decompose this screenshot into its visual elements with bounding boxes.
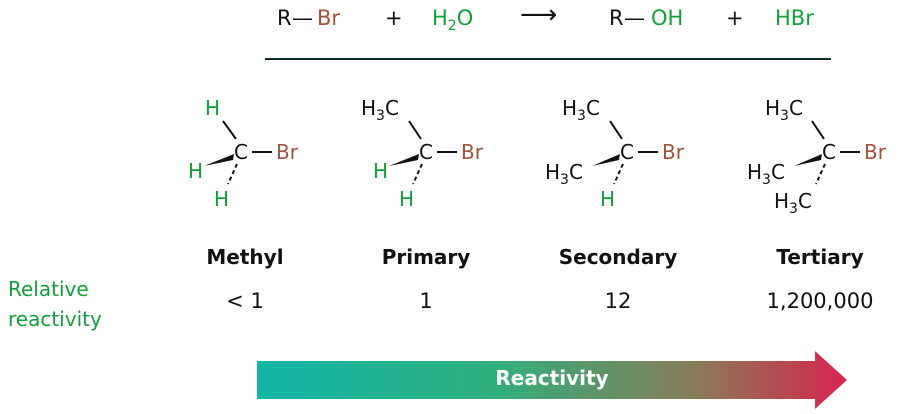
dash-substituent: H [214, 187, 229, 211]
dash-substituent: H [399, 187, 414, 211]
molecule-tertiary: H3C C Br H3C H3C [747, 96, 887, 217]
methyl-group: H3C [361, 96, 399, 124]
methyl-group: H3C [765, 96, 803, 124]
product-r: R [609, 6, 624, 30]
value-secondary: 12 [604, 289, 632, 313]
dash-substituent: H [600, 187, 615, 211]
product-hbr: HBr [775, 6, 814, 30]
reactant-bond: — [292, 6, 313, 30]
value-tertiary: 1,200,000 [766, 289, 874, 313]
product-oh: OH [651, 6, 684, 30]
label-secondary: Secondary [558, 245, 678, 269]
molecule-methyl: H C Br H H [188, 96, 299, 211]
carbon-atom: C [234, 140, 248, 164]
value-primary: 1 [419, 289, 433, 313]
bromine-atom: Br [864, 140, 887, 164]
carbon-atom: C [822, 140, 836, 164]
methyl-group: H3C [774, 189, 812, 217]
reactant-br: Br [317, 6, 341, 30]
reaction-arrow: ⟶ [520, 0, 558, 30]
methyl-group: H3C [747, 160, 785, 188]
relative-reactivity-label: Relative reactivity [8, 277, 102, 331]
product-bond: — [624, 6, 645, 30]
carbon-atom: C [620, 140, 634, 164]
plus-sign-2: + [726, 6, 744, 30]
molecule-primary: H3C C Br H H [361, 96, 484, 211]
reaction-equation: R — Br + H2O ⟶ R — OH + HBr [0, 0, 907, 70]
reactivity-arrow [257, 351, 847, 409]
molecule-secondary: H3C C Br H3C H [545, 96, 685, 211]
carbon-atom: C [419, 140, 433, 164]
top-substituent: H [205, 96, 220, 120]
label-tertiary: Tertiary [776, 245, 864, 269]
bromine-atom: Br [276, 140, 299, 164]
reactivity-label: Reactivity [495, 366, 609, 390]
methyl-group: H3C [562, 96, 600, 124]
label-primary: Primary [381, 245, 471, 269]
water-formula: H2O [432, 6, 474, 35]
wedge-substituent: H [188, 159, 203, 183]
label-methyl: Methyl [206, 245, 284, 269]
plus-sign-1: + [385, 6, 403, 30]
bromine-atom: Br [461, 140, 484, 164]
wedge-substituent: H [373, 159, 388, 183]
bromine-atom: Br [662, 140, 685, 164]
divider-line [265, 58, 831, 60]
methyl-group: H3C [545, 160, 583, 188]
value-methyl: < 1 [226, 289, 264, 313]
reactant-r: R [277, 6, 292, 30]
